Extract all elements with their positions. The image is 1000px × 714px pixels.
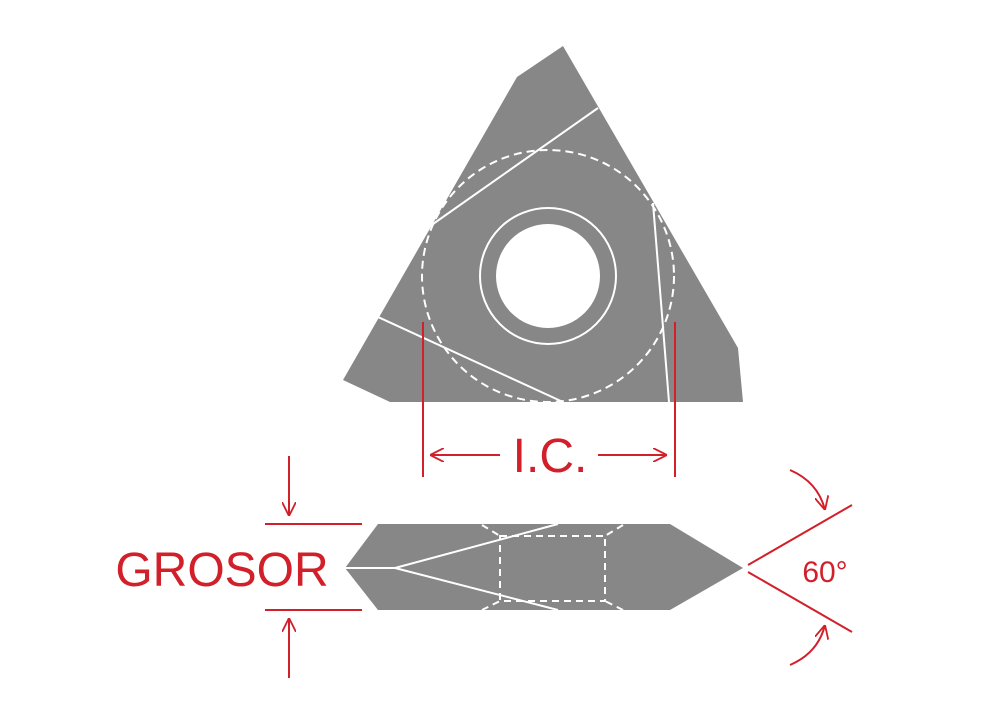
angle-line-top bbox=[747, 504, 853, 566]
angle-dimension: 60° bbox=[747, 469, 853, 666]
side-insert-body bbox=[345, 524, 743, 610]
angle-arrow-bottom bbox=[789, 625, 825, 666]
side-rake-line-bottom bbox=[394, 567, 559, 611]
triangular-insert-body bbox=[343, 46, 743, 402]
hidden-hole-outline bbox=[481, 524, 624, 611]
inscribed-circle bbox=[421, 149, 675, 403]
angle-arrow-top bbox=[789, 469, 825, 510]
chipbreaker-line-left bbox=[377, 316, 564, 403]
chipbreaker-line-right bbox=[652, 202, 670, 403]
insert-side-view bbox=[345, 523, 743, 611]
ic-dimension: I.C. bbox=[422, 322, 676, 483]
angle-line-bottom bbox=[747, 571, 853, 633]
chipbreaker-line-top bbox=[432, 107, 599, 225]
thickness-label: GROSOR bbox=[115, 544, 328, 597]
thickness-dimension: GROSOR bbox=[115, 456, 362, 678]
hole-countersink bbox=[479, 207, 617, 345]
angle-label: 60° bbox=[802, 556, 847, 589]
insert-top-view bbox=[343, 46, 743, 403]
ic-label: I.C. bbox=[513, 430, 588, 483]
center-hole bbox=[496, 224, 600, 328]
side-rake-line-top bbox=[394, 523, 559, 569]
